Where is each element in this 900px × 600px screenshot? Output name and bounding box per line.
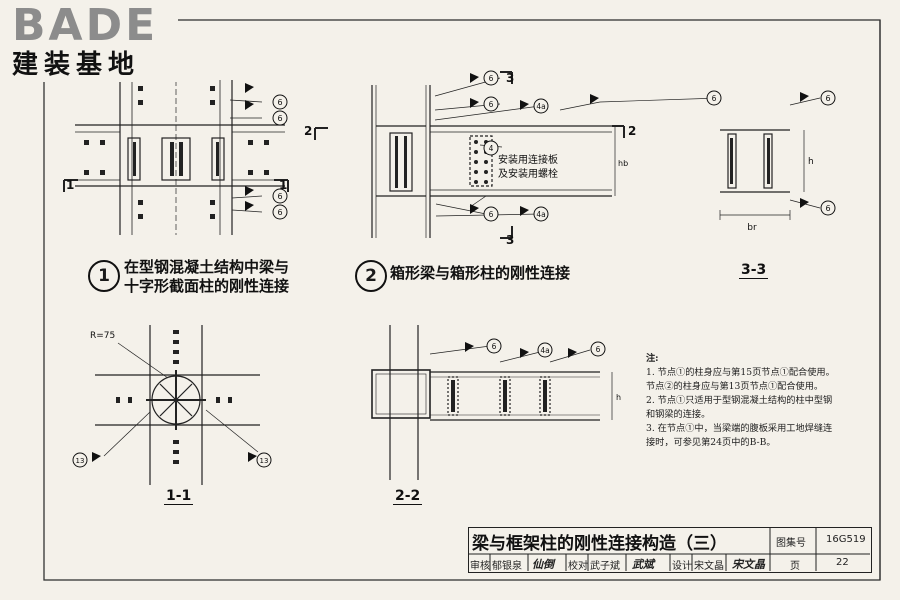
section-mark-2-left: 2 bbox=[304, 124, 312, 138]
check-label: 校对 bbox=[568, 561, 588, 572]
section-mark-1-left: 1 bbox=[66, 178, 74, 192]
callout-4a-label: 4a bbox=[540, 346, 549, 355]
section-2-2-weld-flags bbox=[465, 342, 577, 358]
radius-label: R=75 bbox=[90, 331, 115, 341]
notes-block: 注: 1. 节点①的柱身应与第15页节点①配合使用。 节点②的柱身应与第13页节… bbox=[646, 352, 868, 450]
section-mark-2-right: 2 bbox=[628, 124, 636, 138]
note-line: 3. 在节点①中，当梁端的腹板采用工地焊缝连 bbox=[646, 423, 833, 434]
page-label: 页 bbox=[790, 561, 800, 572]
callout-6-label: 6 bbox=[596, 345, 601, 354]
callout-6-circles-d1 bbox=[272, 94, 288, 220]
callout-6-label: 6 bbox=[489, 100, 494, 109]
drawing-title: 梁与框架柱的刚性连接构造（三） bbox=[472, 534, 727, 554]
section-1-1-bolts bbox=[116, 330, 232, 464]
section-2-2-drawing bbox=[371, 325, 613, 480]
callout-4a-label: 4a bbox=[536, 210, 545, 219]
design-label: 设计 bbox=[672, 561, 692, 572]
callout-circles-d2 bbox=[483, 70, 722, 222]
section-2-2-title: 2-2 bbox=[393, 488, 423, 505]
logo-subtitle: 建装基地 bbox=[12, 50, 141, 80]
callout-6-label: 6 bbox=[489, 74, 494, 83]
section-3-3-title: 3-3 bbox=[739, 262, 769, 279]
callout-6-label: 6 bbox=[712, 94, 717, 103]
section-mark-3-top: 3 bbox=[506, 71, 514, 85]
callout-circles-s33 bbox=[820, 90, 836, 216]
designer-signature: 宋文晶 bbox=[732, 558, 765, 571]
dim-h-label: h bbox=[808, 157, 814, 167]
detail-1-weld-flags bbox=[245, 83, 254, 211]
section-1-1-drawing bbox=[95, 325, 260, 485]
callout-6-label: 6 bbox=[492, 342, 497, 351]
callout-6-label: 6 bbox=[825, 94, 830, 103]
dim-hb-label: hb bbox=[618, 159, 628, 168]
install-plate-note-line1: 安装用连接板 bbox=[498, 153, 558, 166]
detail-2-number: 2 bbox=[355, 260, 387, 292]
callout-circles-s22 bbox=[486, 338, 606, 358]
notes-title: 注: bbox=[646, 353, 659, 364]
note-line: 接时，可参见第24页中的B-B。 bbox=[646, 437, 776, 448]
callout-13-label: 13 bbox=[76, 457, 85, 465]
reviewer-signature: 仙倒 bbox=[532, 558, 554, 571]
section-3-3-weld-flags bbox=[800, 92, 809, 208]
section-mark-1-right: 1 bbox=[279, 178, 287, 192]
checker-name: 武子斌 bbox=[590, 561, 620, 572]
detail-2-bolts bbox=[395, 136, 488, 188]
atlas-label: 图集号 bbox=[776, 538, 806, 549]
dim-br-label: br bbox=[747, 223, 757, 233]
callout-6-label: 6 bbox=[277, 192, 282, 201]
section-3-3-bolts bbox=[730, 138, 770, 184]
section-3-3-drawing bbox=[719, 97, 821, 220]
callout-4-label: 4 bbox=[489, 144, 494, 153]
detail-1-number: 1 bbox=[88, 260, 120, 292]
note-line: 1. 节点①的柱身应与第15页节点①配合使用。 bbox=[646, 367, 835, 378]
section-1-1-title: 1-1 bbox=[164, 488, 194, 505]
atlas-number: 16G519 bbox=[826, 534, 866, 545]
callout-6-label: 6 bbox=[277, 208, 282, 217]
checker-signature: 武斌 bbox=[632, 558, 654, 571]
callout-6-label: 6 bbox=[825, 204, 830, 213]
install-plate-note-line2: 及安装用螺栓 bbox=[498, 167, 558, 180]
logo-wordmark: BADE bbox=[12, 0, 159, 51]
bade-logo: BADE 建装基地 bbox=[8, 2, 178, 82]
detail-1-caption-line2: 十字形截面柱的刚性连接 bbox=[124, 277, 290, 295]
dim-h-label: h bbox=[616, 393, 621, 402]
detail-1-caption-line1: 在型钢混凝土结构中梁与 bbox=[124, 258, 290, 276]
callout-13-label: 13 bbox=[260, 457, 269, 465]
page-number: 22 bbox=[836, 557, 849, 568]
note-line: 和钢梁的连接。 bbox=[646, 409, 711, 420]
detail-2-weld-flags bbox=[470, 73, 599, 216]
note-line: 节点②的柱身应与第13页节点①配合使用。 bbox=[646, 381, 824, 392]
review-label: 审核 bbox=[470, 561, 490, 572]
detail-1-drawing bbox=[63, 80, 289, 235]
note-line: 2. 节点①只适用于型钢混凝土结构的柱中型钢 bbox=[646, 395, 833, 406]
section-mark-3-bottom: 3 bbox=[506, 233, 514, 247]
callout-6-label: 6 bbox=[489, 210, 494, 219]
reviewer-name: 郁银泉 bbox=[492, 561, 522, 572]
detail-1-bolts bbox=[84, 86, 269, 219]
callout-4a-label: 4a bbox=[536, 102, 545, 111]
callout-13-circles bbox=[72, 452, 272, 468]
detail-2-caption: 箱形梁与箱形柱的刚性连接 bbox=[390, 264, 571, 282]
title-block-grid bbox=[468, 527, 870, 571]
title-block bbox=[468, 527, 872, 573]
designer-name: 宋文晶 bbox=[694, 561, 724, 572]
section-2-2-bolts bbox=[451, 380, 547, 412]
section-1-1-weld-flags bbox=[92, 452, 257, 462]
callout-6-label: 6 bbox=[277, 114, 282, 123]
callout-6-label: 6 bbox=[277, 98, 282, 107]
